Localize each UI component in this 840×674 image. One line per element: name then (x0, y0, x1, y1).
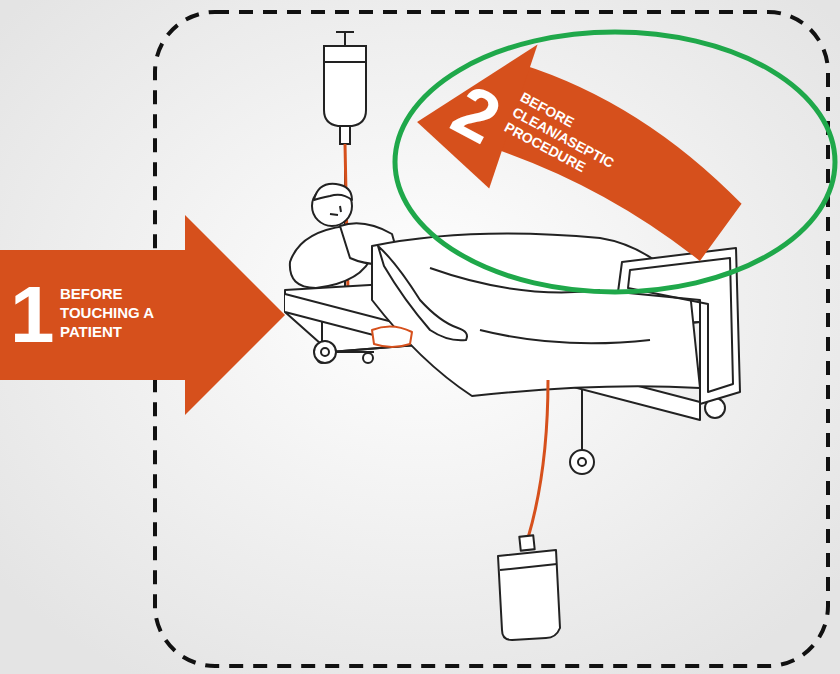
iv-bag (324, 46, 366, 126)
moment-label: BEFORE TOUCHING A PATIENT (60, 284, 180, 341)
bed-wheel-hub (321, 348, 329, 356)
patient-hair (314, 184, 352, 200)
drip-chamber (340, 126, 350, 144)
arrow-shape (0, 215, 285, 415)
bed-leg (321, 322, 323, 342)
footboard (618, 248, 740, 404)
iv-wheel (363, 353, 373, 363)
arrow-label: 1BEFORE TOUCHING A PATIENT (0, 250, 185, 380)
bed-wheel (314, 341, 336, 363)
arrow-label: 2BEFORE CLEAN/ASEPTIC PROCEDURE (370, 0, 710, 266)
highlight-ellipse (395, 32, 835, 292)
bag-connector (519, 535, 534, 550)
moment-number: 1 (10, 275, 55, 355)
urine-bag (498, 550, 560, 640)
bed-wheel (570, 450, 594, 474)
iv-bag-line (324, 61, 366, 63)
drain-bag (498, 535, 560, 640)
moment-label: BEFORE CLEAN/ASEPTIC PROCEDURE (501, 89, 644, 197)
bag-seam (500, 564, 557, 570)
moment-number: 2 (440, 69, 513, 158)
iv-cuff (372, 326, 412, 347)
patient-face (330, 206, 341, 215)
bed-leg (581, 390, 583, 450)
bed-wheel-hub (578, 458, 586, 466)
iv-hook (336, 32, 354, 40)
drain-tube (528, 380, 548, 538)
